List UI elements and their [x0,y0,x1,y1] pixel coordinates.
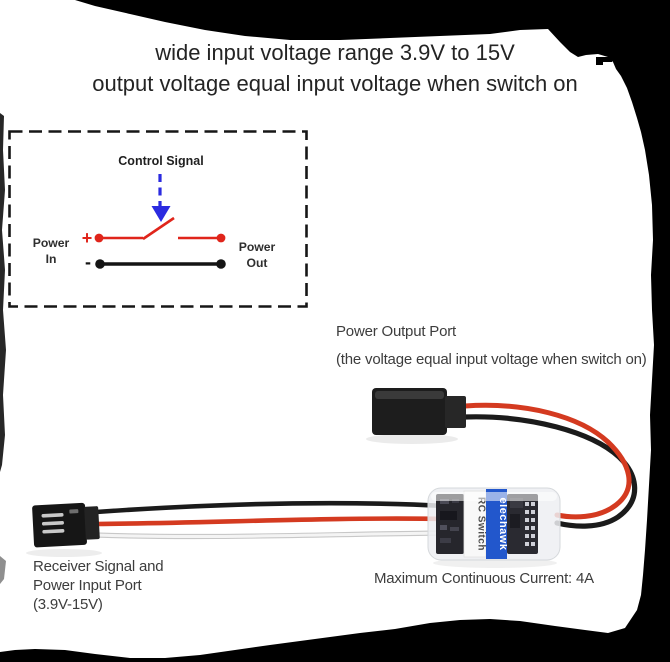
switch-lever [142,216,175,241]
output-connector [372,388,466,435]
pcb-component [440,538,451,543]
headline-line1: wide input voltage range 3.9V to 15V [155,40,515,65]
output-connector-step [445,396,466,428]
pcb-pin [531,518,535,522]
input-wire-red [93,516,449,527]
minus-sign: - [85,252,91,272]
plus-sign: + [82,228,93,248]
output-connector-sheen [375,391,444,399]
input-connector-marking [69,509,79,514]
pcb-component [440,525,447,530]
pcb-pin [531,526,535,530]
input-port-label-line3: (3.9V-15V) [33,596,103,613]
output-port-label: Power Output Port [336,323,456,340]
module-name-label: RC Switch [476,497,487,551]
pcb-pin [525,534,529,538]
headline-line2: output voltage equal input voltage when … [92,71,578,96]
pcb-pin [531,502,535,506]
pcb-pin [525,518,529,522]
negative-terminal-right [216,259,226,269]
power-in-label: Power [33,236,70,250]
pcb-pin [531,542,535,546]
pcb-chip [510,514,520,528]
pcb-component [450,527,459,531]
input-connector-shadow [26,549,102,557]
switch-terminal-left [94,233,104,243]
pcb-pin [525,542,529,546]
module-pcb-right [507,494,538,554]
module-pcb-left [436,494,464,554]
pcb-pin [531,534,535,538]
negative-terminal-left [95,259,105,269]
headline: wide input voltage range 3.9V to 15V out… [0,37,670,99]
pcb-pin [525,510,529,514]
power-out-label2: Out [247,256,268,270]
circuit-diagram: Control Signal + - Power In Power Out [8,130,308,308]
control-signal-label: Control Signal [118,154,203,168]
pcb-pin [531,510,535,514]
switch-terminal-right [216,233,226,243]
pcb-chip [440,511,457,520]
input-wire-black [93,500,449,515]
output-port-note: (the voltage equal input voltage when sw… [336,351,647,368]
heatshrink-sheen [431,492,557,501]
output-port-label-block: Power Output Port (the voltage equal inp… [336,322,647,369]
input-port-label-line2: Power Input Port [33,577,142,594]
input-connector-body [32,502,87,548]
power-in-label2: In [46,252,57,266]
product-photo: RC Switch elechawk [26,388,638,568]
control-signal-arrowhead-icon [151,206,171,222]
input-connector-step [84,506,100,540]
rc-switch-module: RC Switch elechawk [427,487,561,561]
output-connector-shadow [366,434,458,444]
pcb-pin [525,502,529,506]
power-out-label: Power [239,240,276,254]
pcb-pin [525,526,529,530]
input-connector [32,502,100,548]
